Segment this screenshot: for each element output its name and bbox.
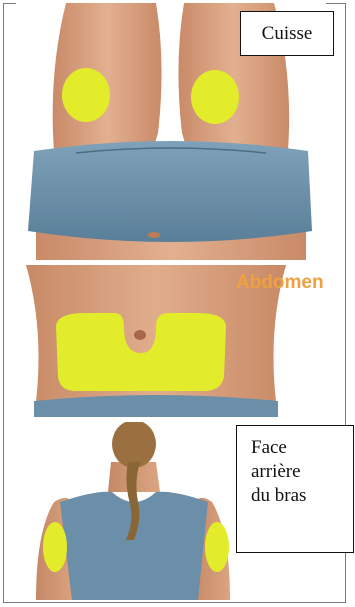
arm-label-line2: arrière	[251, 460, 353, 484]
navel	[134, 330, 146, 340]
shorts	[28, 141, 312, 242]
arm-label: Face arrière du bras	[236, 425, 354, 553]
right-thigh-injection-zone	[191, 70, 239, 124]
arm-label-line1: Face	[251, 436, 353, 460]
right-arm-injection-zone	[205, 522, 229, 572]
head	[112, 422, 156, 468]
thigh-label: Cuisse	[240, 11, 334, 56]
abdomen-label: Abdomen	[236, 272, 324, 294]
arm-label-line3: du bras	[251, 484, 353, 508]
back-panel	[16, 422, 248, 600]
left-arm-injection-zone	[43, 522, 67, 572]
left-thigh-injection-zone	[62, 68, 110, 122]
waistband	[34, 395, 278, 417]
